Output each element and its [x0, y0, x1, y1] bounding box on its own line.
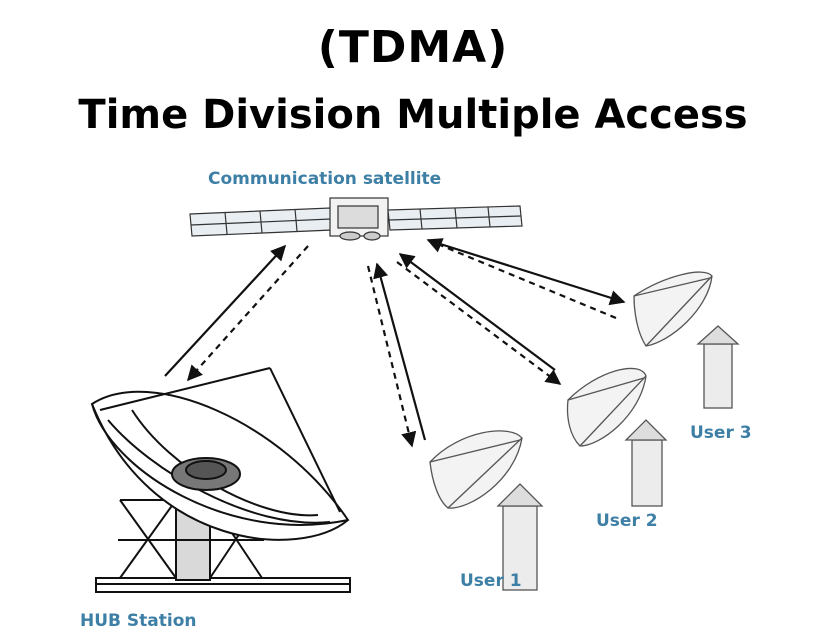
user1-label: User 1 [460, 571, 522, 591]
user2-downlink-arrow [396, 261, 562, 385]
title-abbreviation: (TDMA) [317, 22, 509, 73]
user3-uplink-arrow [426, 238, 617, 320]
hub-downlink-arrow [186, 245, 309, 382]
satellite-icon [189, 197, 523, 241]
hub-uplink-arrow [164, 244, 287, 377]
user1-downlink-arrow [366, 265, 417, 448]
hub-station-dish-icon [90, 367, 351, 593]
user2-label: User 2 [596, 511, 658, 531]
user3-dish-icon [633, 271, 740, 409]
user1-dish-icon [429, 430, 544, 591]
title-full: Time Division Multiple Access [78, 92, 748, 138]
satellite-label: Communication satellite [208, 169, 441, 189]
user2-uplink-arrow [398, 253, 556, 371]
user3-label: User 3 [690, 423, 752, 443]
hub-station-label: HUB Station [80, 611, 197, 631]
user1-uplink-arrow [373, 262, 427, 441]
user3-downlink-arrow [433, 240, 626, 306]
user2-dish-icon [566, 367, 668, 507]
